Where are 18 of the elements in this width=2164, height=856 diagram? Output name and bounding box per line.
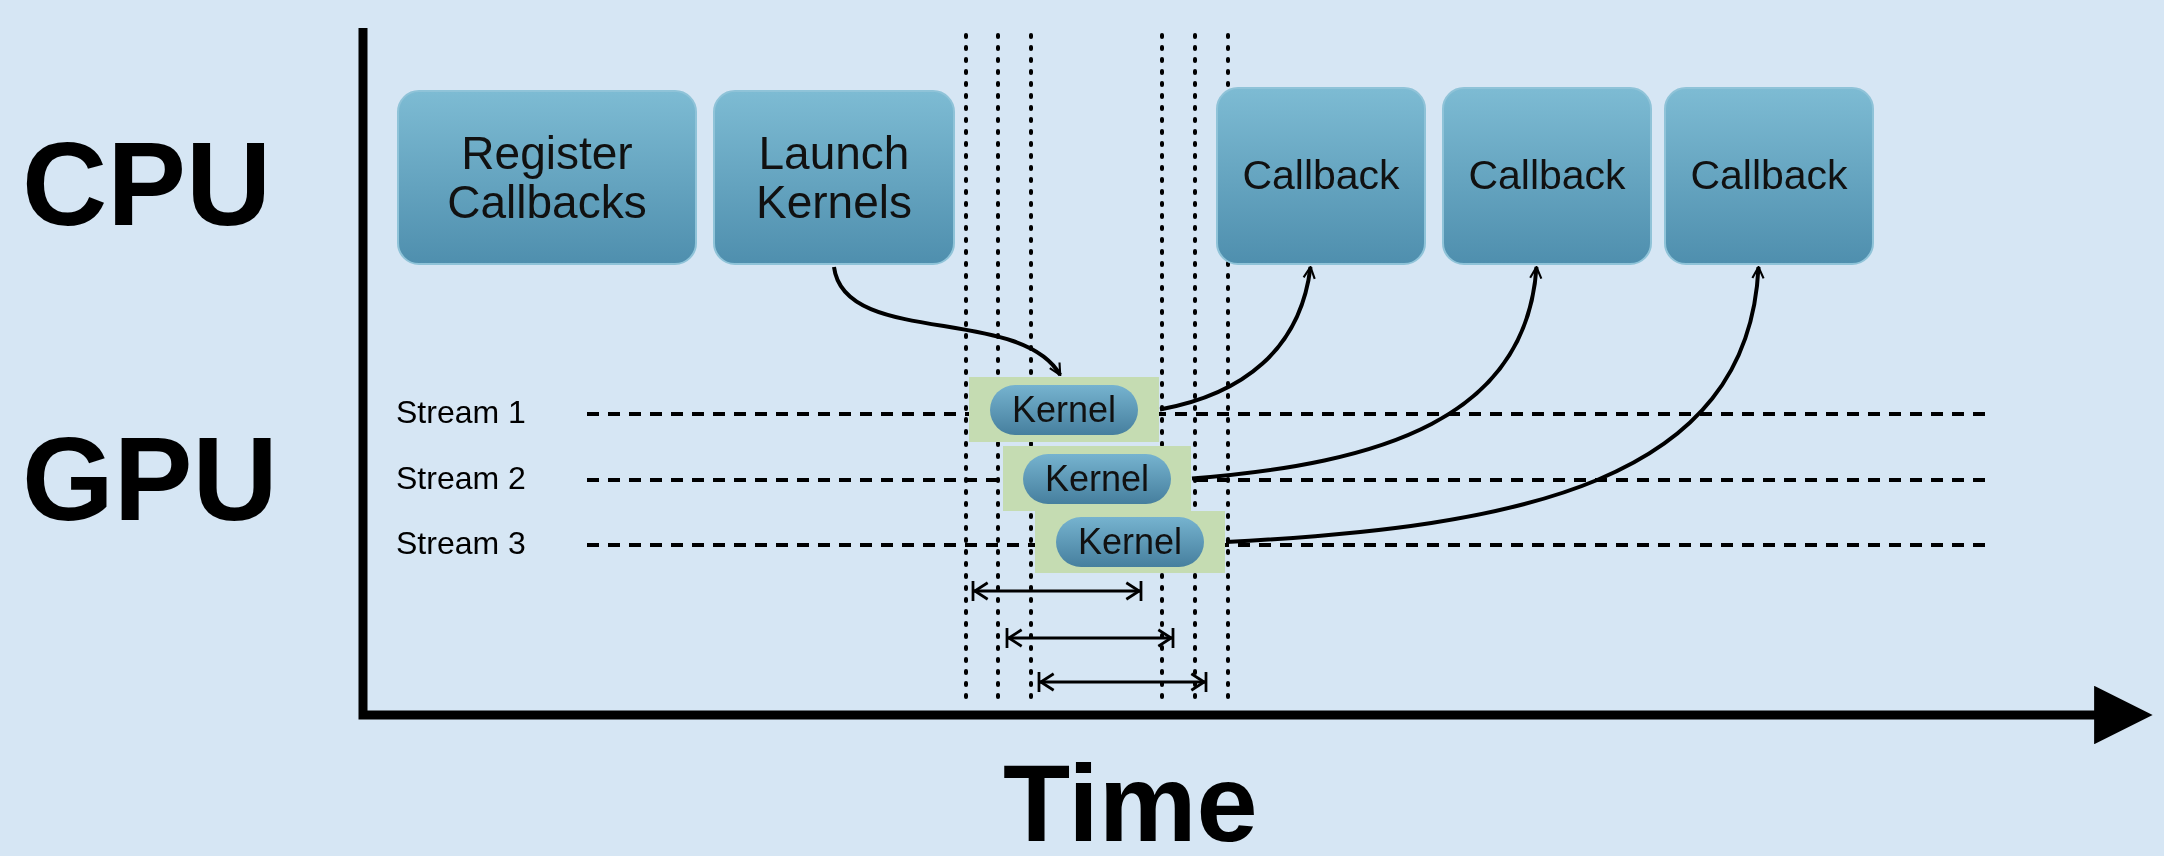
process-box: Launch Kernels xyxy=(713,90,955,265)
process-box: Register Callbacks xyxy=(397,90,697,265)
process-box: Callback xyxy=(1664,87,1874,265)
kernel-pill: Kernel xyxy=(989,384,1139,435)
kernel-pill: Kernel xyxy=(1022,453,1172,504)
lane-label: GPU xyxy=(22,420,278,538)
kernel-block xyxy=(1035,511,1225,573)
kernel-block xyxy=(969,377,1159,442)
arrow xyxy=(1159,265,1316,412)
process-box: Callback xyxy=(1442,87,1652,265)
kernel-pill: Kernel xyxy=(1055,517,1205,567)
process-box: Callback xyxy=(1216,87,1426,265)
axis-label: Time xyxy=(1003,748,1258,856)
arrow xyxy=(832,266,1062,377)
arrow xyxy=(1225,265,1764,544)
lane-label: CPU xyxy=(22,125,272,243)
arrow xyxy=(1191,265,1542,481)
kernel-block xyxy=(1003,446,1191,511)
